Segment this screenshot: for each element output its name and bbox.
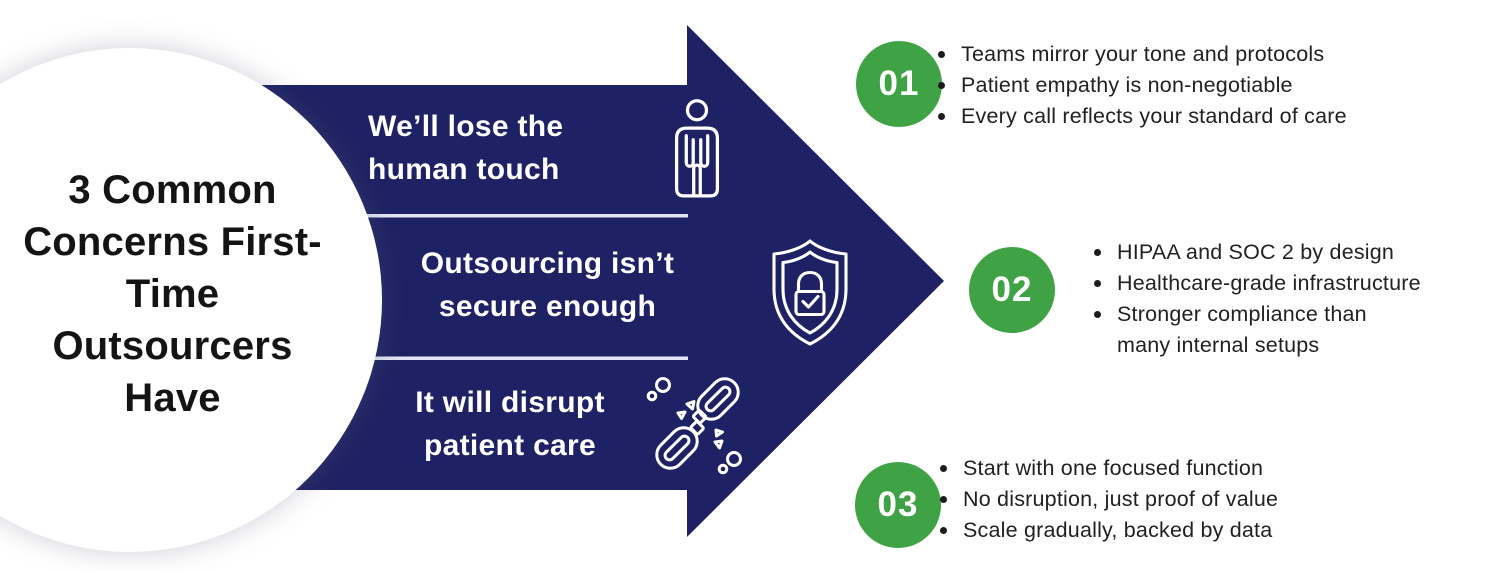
step-3-number: 03	[877, 485, 919, 524]
bullet-icon	[938, 113, 945, 120]
bullet-icon	[938, 82, 945, 89]
list-item: Every call reflects your standard of car…	[938, 101, 1347, 132]
step-2-badge: 02	[969, 247, 1055, 333]
concern-1-heading-line1: We’ll lose the	[368, 110, 564, 143]
list-item-text: HIPAA and SOC 2 by design	[1117, 240, 1395, 264]
concern-2-heading-line2: secure enough	[438, 290, 657, 323]
list-item: HIPAA and SOC 2 by design	[1094, 237, 1421, 268]
list-item: Scale gradually, backed by data	[940, 515, 1278, 546]
list-item-text: Every call reflects your standard of car…	[961, 104, 1347, 128]
concern-3-heading: It will disrupt patient care	[395, 381, 625, 467]
concern-3-heading-line1: It will disrupt	[415, 386, 605, 419]
title-line: Outsourcers	[52, 324, 293, 368]
concern-1-heading: We’ll lose the human touch	[368, 105, 613, 191]
step-2-number: 02	[991, 270, 1033, 309]
step-3-badge: 03	[855, 462, 941, 548]
page-title: 3 Common Concerns First- Time Outsourcer…	[0, 164, 345, 424]
title-line: Concerns First-	[23, 220, 322, 264]
bullet-icon	[940, 496, 947, 503]
concern-2-heading-line1: Outsourcing isn’t	[420, 247, 675, 280]
concern-3-heading-line2: patient care	[424, 429, 596, 462]
row-divider	[330, 356, 688, 360]
list-item-text: No disruption, just proof of value	[963, 487, 1279, 511]
shield-lock-icon	[763, 237, 857, 349]
concern-1-heading-line2: human touch	[368, 153, 560, 186]
arrow-head	[687, 25, 944, 537]
list-item: Patient empathy is non-negotiable	[938, 70, 1347, 101]
title-line: 3 Common	[68, 168, 277, 212]
list-item-text: Healthcare-grade infrastructure	[1117, 271, 1421, 295]
bullet-icon	[1094, 249, 1101, 256]
broken-chain-icon	[626, 366, 748, 478]
title-line: Have	[124, 376, 221, 420]
list-item: Teams mirror your tone and protocols	[938, 39, 1347, 70]
list-item-text: Scale gradually, backed by data	[963, 518, 1273, 542]
row-divider	[330, 214, 688, 218]
step-1-number: 01	[878, 64, 920, 103]
list-item: Healthcare-grade infrastructure	[1094, 268, 1421, 299]
bullet-icon	[940, 465, 947, 472]
bullet-icon	[938, 51, 945, 58]
bullet-icon	[940, 527, 947, 534]
list-item: Start with one focused function	[940, 453, 1278, 484]
step-1-badge: 01	[856, 41, 942, 127]
bullet-icon	[1094, 311, 1101, 318]
bullet-icon	[1094, 280, 1101, 287]
list-item-text: Patient empathy is non-negotiable	[961, 73, 1293, 97]
step-3-points: Start with one focused function No disrup…	[940, 453, 1278, 546]
title-line: Time	[125, 272, 220, 316]
list-item-text: Start with one focused function	[963, 456, 1264, 480]
list-item: No disruption, just proof of value	[940, 484, 1278, 515]
person-icon	[674, 99, 720, 201]
list-item-text: Teams mirror your tone and protocols	[961, 42, 1325, 66]
concern-2-heading: Outsourcing isn’t secure enough	[405, 242, 690, 328]
